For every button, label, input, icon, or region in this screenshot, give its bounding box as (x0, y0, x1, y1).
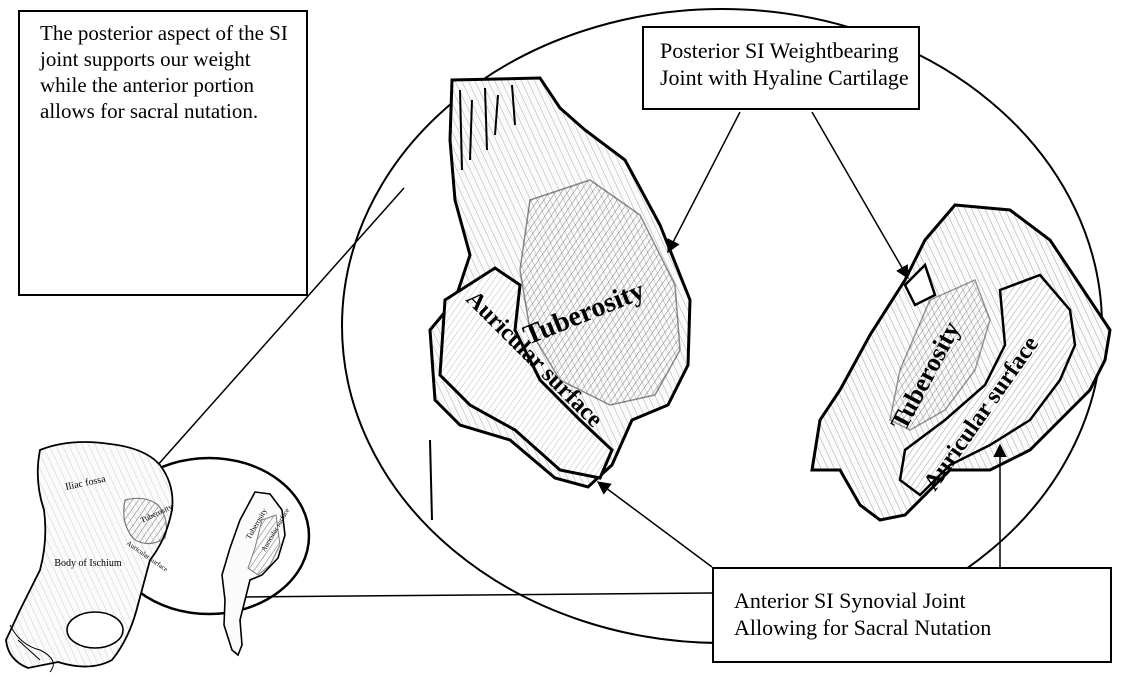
note-box: The posterior aspect of the SI joint sup… (18, 10, 308, 296)
posterior-callout-box: Posterior SI Weightbearing Joint with Hy… (642, 26, 920, 110)
arrow-posterior-to-ilium (668, 112, 740, 252)
posterior-callout-line-2: Joint with Hyaline Cartilage (660, 64, 918, 91)
arrow-anterior-to-ilium (598, 482, 712, 567)
zoomed-sacrum-illustration (812, 205, 1110, 520)
arrow-posterior-to-sacrum (812, 112, 908, 278)
note-text: The posterior aspect of the SI joint sup… (40, 20, 300, 124)
anterior-callout-box: Anterior SI Synovial Joint Allowing for … (712, 567, 1112, 663)
obturator-foramen (67, 612, 123, 648)
label-body-of-ischium-text: Body of Ischium (54, 558, 121, 569)
anterior-callout-line-2: Allowing for Sacral Nutation (734, 614, 1110, 641)
connector-line-lower (240, 593, 712, 597)
anterior-callout-line-1: Anterior SI Synovial Joint (734, 587, 1110, 614)
posterior-callout-line-1: Posterior SI Weightbearing (660, 37, 918, 64)
label-body-of-ischium: Body of Ischium (54, 558, 121, 569)
sacrum-bone-illustration (222, 492, 285, 655)
